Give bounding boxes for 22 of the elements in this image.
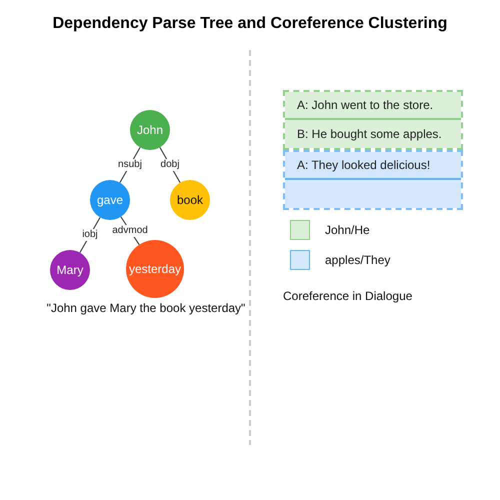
dialogue-row: A: They looked delicious! [285,152,461,180]
word-circle: Mary [50,250,90,290]
cluster-box [283,150,463,210]
dialogue-row: B: He bought some apples. [285,120,461,148]
panel-caption: Coreference in Dialogue [283,289,412,303]
edge-label: dobj [160,159,180,171]
empty-row [285,180,461,208]
legend-label: apples/They [325,253,390,267]
edge-label: advmod [111,224,149,237]
word-circle: book [170,180,210,220]
word-circle: yesterday [126,240,184,298]
edge-label: nsubj [117,159,143,171]
edge-label: iobj [81,229,99,241]
dialogue-row: A: John went to the store. [285,92,461,120]
connector-line [159,146,181,184]
word-circle: John [130,110,170,150]
diagram-title: Dependency Parse Tree and Coreference Clustering [52,15,448,33]
sentence-caption: "John gave Mary the book yesterday" [46,301,246,315]
legend-label: John/He [325,223,370,237]
word-circle: gave [90,180,130,220]
cluster-box [283,90,463,150]
connector-line [79,216,101,254]
